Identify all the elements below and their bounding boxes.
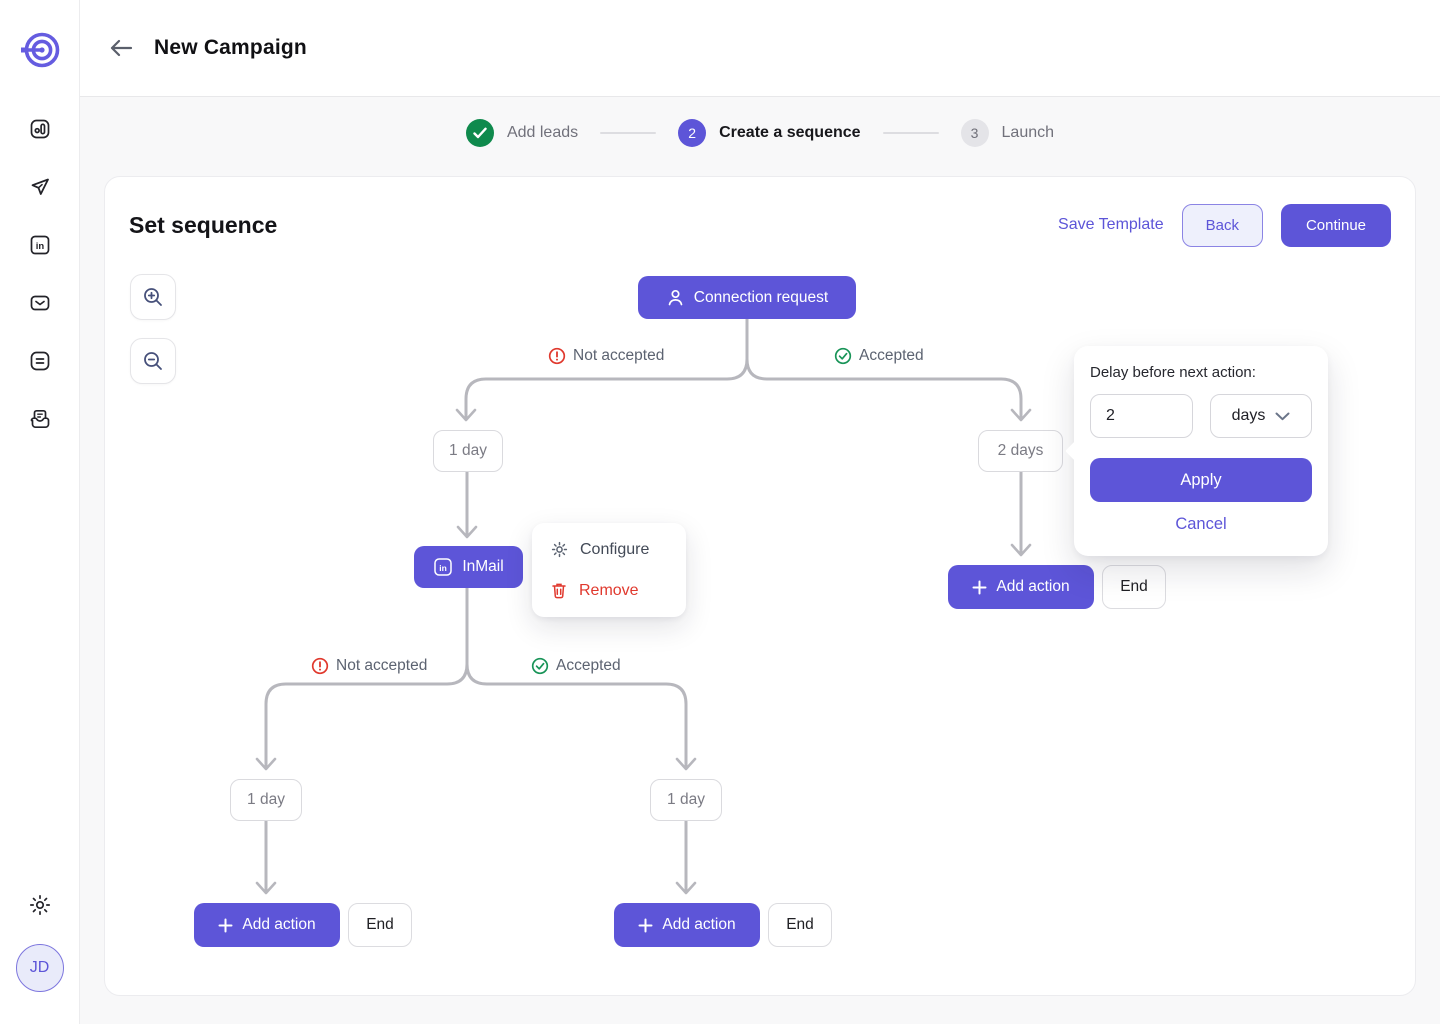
sequence-card-header: Set sequence Save Template Back Continue [105, 177, 1415, 273]
linkedin-icon[interactable]: in [23, 228, 57, 262]
step-connector [882, 132, 939, 134]
inbox-icon[interactable] [23, 402, 57, 436]
node-label: Connection request [693, 288, 829, 306]
node-end: End [768, 903, 832, 947]
warning-icon [311, 657, 329, 675]
branch-label-text: Accepted [859, 347, 924, 364]
node-label: End [786, 916, 814, 933]
step-create-sequence[interactable]: 2 Create a sequence [678, 119, 861, 147]
plus-icon [972, 580, 987, 594]
step-number: 2 [678, 119, 707, 147]
node-label: 2 days [997, 442, 1044, 459]
warning-icon [548, 347, 566, 365]
sidebar-bottom: JD [15, 888, 64, 992]
button-label: Add action [662, 916, 736, 933]
add-action-button[interactable]: Add action [614, 903, 760, 947]
zoom-out-button[interactable] [130, 338, 176, 384]
step-launch[interactable]: 3 Launch [960, 119, 1055, 147]
branch-label-accepted: Accepted [531, 657, 621, 675]
list-icon[interactable] [23, 344, 57, 378]
back-arrow-icon[interactable] [108, 37, 134, 59]
delay-popup-title: Delay before next action: [1090, 364, 1256, 381]
analytics-icon[interactable] [23, 112, 57, 146]
flow-canvas[interactable]: Connection request Not accepted [105, 177, 1415, 995]
node-delay-2-days[interactable]: 2 days [978, 430, 1063, 472]
app-logo-target-icon[interactable] [18, 28, 62, 72]
step-connector [600, 132, 657, 134]
node-delay-1-day[interactable]: 1 day [230, 779, 302, 821]
linkedin-badge-icon: in [434, 558, 453, 576]
delay-unit-select[interactable]: days [1210, 394, 1312, 438]
mail-icon[interactable] [23, 286, 57, 320]
delay-unit-value: days [1231, 407, 1266, 424]
delay-popup: Delay before next action: days Apply [1065, 346, 1328, 556]
send-icon[interactable] [23, 170, 57, 204]
back-button[interactable]: Back [1181, 203, 1263, 247]
delay-popup-fields: days [1090, 394, 1312, 438]
svg-text:in: in [35, 241, 44, 252]
branch-label-text: Not accepted [336, 657, 428, 674]
user-avatar[interactable]: JD [15, 944, 64, 992]
person-icon [668, 289, 683, 306]
node-connection-request[interactable]: Connection request [638, 276, 856, 319]
button-label: Add action [996, 578, 1070, 595]
zoom-in-button[interactable] [130, 274, 176, 320]
chevron-down-icon [1275, 412, 1290, 420]
button-label: Add action [242, 916, 316, 933]
sequence-title: Set sequence [129, 211, 278, 238]
node-label: End [366, 916, 394, 933]
step-done-check-icon [465, 119, 494, 147]
branch-label-text: Accepted [556, 657, 621, 674]
page-title: New Campaign [154, 36, 307, 59]
flow-connectors [255, 317, 1032, 895]
step-label: Add leads [506, 124, 579, 141]
plus-icon [638, 918, 653, 932]
add-action-button[interactable]: Add action [948, 565, 1094, 609]
save-template-button[interactable]: Save Template [1058, 216, 1164, 233]
node-delay-1-day[interactable]: 1 day [433, 430, 503, 472]
step-number: 3 [960, 119, 989, 147]
step-label: Launch [1001, 124, 1055, 141]
node-label: InMail [462, 558, 504, 575]
step-add-leads[interactable]: Add leads [465, 119, 579, 147]
branch-label-text: Not accepted [573, 347, 665, 364]
content-area: New Campaign Add leads 2 Create a sequen… [80, 0, 1440, 1024]
plus-icon [218, 918, 233, 932]
apply-button[interactable]: Apply [1090, 458, 1312, 502]
delay-value-input[interactable] [1090, 394, 1193, 438]
node-delay-1-day[interactable]: 1 day [650, 779, 722, 821]
main-region: Add leads 2 Create a sequence 3 Launch S… [80, 97, 1440, 1024]
menu-item-remove[interactable]: Remove [532, 570, 686, 611]
sidebar: in [0, 0, 80, 1024]
menu-item-configure[interactable]: Configure [532, 529, 686, 570]
node-label: End [1120, 578, 1148, 595]
gear-icon [551, 541, 568, 558]
node-context-menu: Configure Remove [532, 523, 686, 617]
node-label: 1 day [667, 791, 705, 808]
node-label: 1 day [449, 442, 487, 459]
menu-item-label: Remove [579, 581, 639, 599]
sequence-actions: Save Template Back Continue [1058, 203, 1391, 247]
node-end: End [348, 903, 412, 947]
check-circle-icon [531, 657, 549, 675]
cancel-button[interactable]: Cancel [1175, 515, 1227, 533]
node-inmail[interactable]: in InMail [414, 546, 523, 588]
menu-item-label: Configure [580, 540, 650, 558]
node-label: 1 day [247, 791, 285, 808]
branch-label-not-accepted: Not accepted [311, 657, 427, 675]
add-action-button[interactable]: Add action [194, 903, 340, 947]
top-header: New Campaign [80, 0, 1440, 97]
step-label: Create a sequence [719, 124, 861, 141]
sidebar-nav: in [23, 112, 57, 436]
stepper: Add leads 2 Create a sequence 3 Launch [80, 119, 1440, 147]
continue-button[interactable]: Continue [1280, 203, 1391, 247]
check-circle-icon [834, 347, 852, 365]
trash-icon [552, 583, 566, 599]
branch-label-accepted: Accepted [834, 347, 924, 365]
gear-icon[interactable] [23, 888, 57, 922]
svg-text:in: in [440, 563, 448, 573]
branch-label-not-accepted: Not accepted [548, 347, 664, 365]
sequence-card: Set sequence Save Template Back Continue [104, 176, 1416, 996]
node-end: End [1102, 565, 1166, 609]
